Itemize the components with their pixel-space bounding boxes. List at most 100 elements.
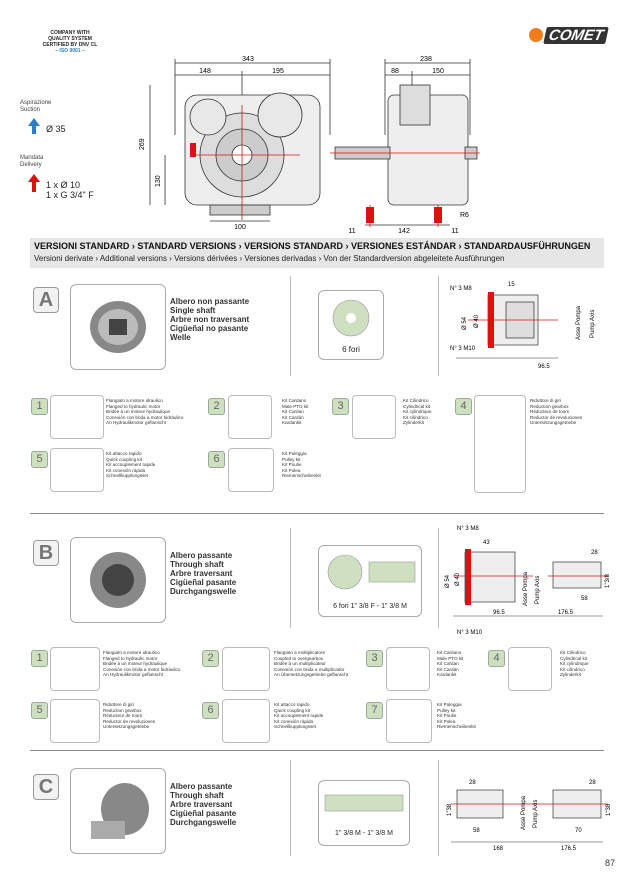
cert-line: COMPANY WITH (50, 30, 90, 36)
suction-size: Ø 35 (46, 124, 66, 134)
dim-front-shaft: 130 (155, 175, 162, 187)
dim-b: 96.5 (493, 610, 505, 616)
double-shaft-icon (324, 794, 404, 812)
shaft-name: Single shaft (170, 306, 216, 315)
section-b-dim-drawing: N° 3 M8 43 Ø 54 Ø 40 96.5 176.5 N° 3 M10… (445, 526, 611, 636)
delivery-label-en: Delivery (20, 162, 42, 168)
dim-b: N° 3 M8 (457, 526, 479, 532)
dim-c: 1"38 (447, 803, 453, 816)
dim-a: Asse Pompa (576, 305, 582, 340)
delivery-size-1: 1 x Ø 10 (46, 180, 81, 190)
dim-c: 176.5 (561, 846, 577, 852)
iso-label: – ISO 9001 – (55, 48, 85, 54)
delivery-label-it: Mandata (20, 155, 44, 161)
kit-a5-photo (50, 448, 104, 492)
kit-b4-photo (508, 647, 552, 691)
kit-a2-photo (228, 395, 272, 439)
shaft-name: Cigüeñal pasante (170, 578, 237, 587)
dim-b: 28 (591, 550, 598, 556)
shaft-name: Durchgangswelle (170, 587, 237, 596)
dim-a: Pump Axis (590, 310, 596, 338)
kit-a3-photo (352, 395, 396, 439)
through-shaft-image (90, 552, 146, 608)
dim-b: 176.5 (558, 610, 574, 616)
dim-a: Ø 40 (474, 314, 480, 328)
dim-c: 168 (493, 846, 504, 852)
divider (438, 276, 439, 376)
single-shaft-image (90, 301, 146, 353)
section-c-shaft-names: Albero passante Through shaft Arbre trav… (170, 782, 236, 827)
section-c-detail-box: 1" 3/8 M - 1" 3/8 M (318, 780, 410, 846)
delivery-size-2: 1 x G 3/4" F (46, 190, 94, 200)
section-b-letter: B (33, 540, 59, 566)
section-b-detail-box: 6 fori 1" 3/8 F - 1" 3/8 M (318, 545, 422, 617)
dim-side-total: 238 (420, 56, 432, 63)
suction-label: Aspirazione Suction (20, 100, 51, 114)
dim-c: 58 (473, 828, 480, 834)
kit-a2-number: 2 (208, 398, 225, 415)
dim-b: 58 (581, 596, 588, 602)
section-a-dim-drawing: N° 3 M8 15 Ø 54 Ø 40 N° 3 M10 96.5 Asse … (450, 282, 596, 370)
section-a-detail-label: 6 fori (342, 345, 360, 354)
logo-wordmark: COMET (543, 26, 609, 44)
section-a-detail-box: 6 fori (318, 290, 384, 360)
dim-c: 28 (469, 780, 476, 786)
dim-c: 28 (589, 780, 596, 786)
kit-a6-number: 6 (208, 451, 225, 468)
dim-b: 1"3/8 (605, 574, 611, 588)
dim-front-total: 343 (242, 56, 254, 63)
divider (438, 760, 439, 856)
section-c-detail-label: 1" 3/8 M - 1" 3/8 M (335, 830, 393, 837)
dim-side-radius: R6 (460, 212, 469, 219)
section-c-dim-drawing: 28 28 1"38 1"38 58 70 168 176.5 Asse Pom… (447, 780, 612, 852)
section-c-shaft-photo (70, 768, 166, 854)
divider (438, 528, 439, 628)
shaft-name: Through shaft (170, 560, 224, 569)
kit-b6-photo (222, 699, 270, 743)
shaft-name: Albero passante (170, 551, 233, 560)
delivery-sizes: 1 x Ø 10 1 x G 3/4" F (46, 180, 94, 200)
comet-logo: COMET (528, 26, 609, 44)
section-b-shaft-photo (70, 537, 166, 623)
section-b-shaft-names: Albero passante Through shaft Arbre trav… (170, 551, 236, 596)
dim-side-left: 88 (391, 68, 399, 75)
kit-b6-number: 6 (202, 702, 219, 719)
shaft-name: Cigüeñal pasante (170, 809, 237, 818)
dim-b: 43 (483, 540, 490, 546)
page-number: 87 (604, 858, 615, 868)
shaft-name: Durchgangswelle (170, 818, 237, 827)
dim-front-left: 148 (199, 68, 211, 75)
kit-b1-photo (50, 647, 100, 691)
kit-b3-photo (386, 647, 430, 691)
section-divider (30, 513, 604, 514)
kit-b5-number: 5 (31, 702, 48, 719)
section-b-detail-label: 6 fori 1" 3/8 F - 1" 3/8 M (333, 603, 407, 610)
through-shaft-c-image (91, 783, 149, 839)
dim-side-foot-right: 11 (451, 228, 458, 235)
shaft-name: Arbre non traversant (170, 315, 250, 324)
dim-front-base: 100 (234, 224, 246, 231)
banner-title: VERSIONI STANDARD › STANDARD VERSIONS › … (34, 241, 591, 251)
kit-a4-photo (474, 395, 526, 493)
divider (290, 528, 291, 628)
section-a-shaft-photo (70, 284, 166, 370)
dim-c: 70 (575, 828, 582, 834)
dim-c: 1"38 (606, 803, 612, 816)
dim-b: Asse Pompa (523, 571, 529, 606)
shaft-name: Arbre traversant (170, 800, 233, 809)
dim-a: N° 3 M10 (450, 346, 476, 352)
flange-and-shaft-icon (327, 554, 416, 590)
suction-label-en: Suction (20, 107, 41, 113)
dim-b: N° 3 M10 (457, 630, 483, 636)
kit-b2-photo (222, 647, 270, 691)
shaft-name: Welle (170, 333, 191, 342)
kit-a1-number: 1 (31, 398, 48, 415)
shaft-name: Through shaft (170, 791, 224, 800)
dim-b: Pump Axis (535, 576, 541, 604)
